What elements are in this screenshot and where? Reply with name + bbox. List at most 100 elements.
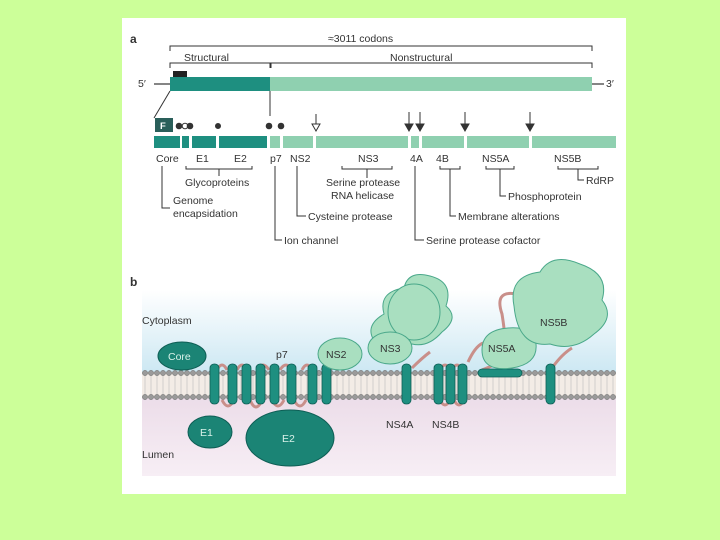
lipid-head	[592, 370, 598, 376]
lipid-head	[508, 394, 514, 400]
annotation-rdrp: RdRP	[586, 175, 614, 187]
lipid-head	[472, 370, 478, 376]
polyprotein-segment-ns3	[316, 136, 408, 148]
lipid-head	[526, 370, 532, 376]
lipid-head	[610, 394, 616, 400]
f-box-label: F	[160, 121, 166, 132]
tm-helix	[241, 363, 252, 405]
genome-nonstructural-region	[270, 77, 592, 91]
lipid-head	[412, 370, 418, 376]
protein-label-4b: 4B	[436, 153, 449, 165]
protein-label-core: Core	[156, 153, 179, 165]
figure-panel: a ≈3011 codons Structural Nonstructural …	[122, 18, 626, 494]
ns3-protease-domain	[367, 331, 413, 365]
lipid-head	[346, 370, 352, 376]
lipid-head	[154, 370, 160, 376]
lipid-head	[346, 394, 352, 400]
f-orf-marker	[173, 71, 187, 77]
tm-helix-ns5b	[545, 363, 556, 405]
e1-label: E1	[200, 427, 213, 439]
lipid-head	[190, 370, 196, 376]
cleavage-markers	[175, 112, 535, 133]
polyprotein-segment-ns5a	[467, 136, 529, 148]
lipid-head	[184, 370, 190, 376]
ns3-cleavage-arrow	[525, 123, 535, 133]
lipid-head	[412, 394, 418, 400]
lipid-head	[604, 370, 610, 376]
lipid-head	[418, 370, 424, 376]
ns5a-anchor	[477, 368, 523, 378]
lipid-head	[166, 394, 172, 400]
lipid-head	[604, 394, 610, 400]
ns4b-label: NS4B	[432, 419, 459, 431]
hcv-genome-figure: a ≈3011 codons Structural Nonstructural …	[130, 32, 616, 476]
lipid-head	[364, 370, 370, 376]
lipid-head	[340, 394, 346, 400]
ns5a-protein	[481, 327, 537, 370]
e2-protein	[245, 409, 335, 467]
lipid-head	[568, 394, 574, 400]
lipid-head	[220, 370, 226, 376]
lipid-head	[562, 394, 568, 400]
annotation-phosphoprotein: Phosphoprotein	[508, 191, 582, 203]
tm-helix	[209, 363, 220, 405]
annotation-cysteine-protease: Cysteine protease	[308, 211, 393, 223]
lipid-head	[514, 394, 520, 400]
lipid-head	[592, 394, 598, 400]
lipid-head	[562, 370, 568, 376]
polyprotein-segment-ns2	[283, 136, 313, 148]
lipid-head	[190, 394, 196, 400]
lipid-head	[298, 394, 304, 400]
e2-label: E2	[282, 433, 295, 445]
lipid-head	[178, 394, 184, 400]
lipid-head	[352, 394, 358, 400]
nonstructural-label: Nonstructural	[390, 52, 452, 64]
lipid-head	[598, 370, 604, 376]
ns2-ns3-cleavage-arrow	[311, 123, 321, 133]
lipid-head	[154, 394, 160, 400]
codons-bracket	[169, 45, 593, 51]
lipid-head	[166, 370, 172, 376]
structural-label: Structural	[184, 52, 229, 64]
lipid-head	[202, 394, 208, 400]
f-box	[155, 118, 173, 132]
protein-label-e2: E2	[234, 153, 247, 165]
lipid-head	[388, 394, 394, 400]
lipid-head	[574, 394, 580, 400]
tm-helix-ns4b	[433, 363, 444, 405]
lipid-head	[358, 394, 364, 400]
tm-helix	[321, 363, 332, 405]
lipid-head	[424, 394, 430, 400]
lipid-head	[340, 370, 346, 376]
lipid-head	[370, 370, 376, 376]
lipid-head	[160, 394, 166, 400]
lipid-head	[382, 370, 388, 376]
protein-label-ns2: NS2	[290, 153, 311, 165]
protein-label-4a: 4A	[410, 153, 423, 165]
signal-peptidase-marker	[175, 122, 183, 130]
polyprotein-segment-4a	[411, 136, 419, 148]
ns5b-protein	[512, 259, 608, 347]
signal-peptidase-marker	[186, 122, 194, 130]
ns5a-label: NS5A	[488, 343, 515, 355]
lipid-head	[280, 370, 286, 376]
polyprotein-segment-p7	[270, 136, 280, 148]
structural-bracket	[169, 62, 271, 68]
lipid-head	[394, 370, 400, 376]
annotation-genome-encapsidation: Genome	[173, 195, 213, 207]
lipid-head	[160, 370, 166, 376]
signal-peptidase-marker	[265, 122, 273, 130]
genome-structural-region	[170, 77, 270, 91]
annotation-ion-channel: Ion channel	[284, 235, 338, 247]
lipid-head	[478, 394, 484, 400]
protein-label-ns3: NS3	[358, 153, 379, 165]
nonstructural-bracket	[270, 62, 593, 68]
ns3-cleavage-arrow	[460, 123, 470, 133]
lipid-head	[580, 370, 586, 376]
lipid-head	[556, 394, 562, 400]
lipid-head	[580, 394, 586, 400]
tm-helix-ns4b	[445, 363, 456, 405]
lipid-head	[586, 394, 592, 400]
lipid-head	[358, 370, 364, 376]
lipid-head	[394, 394, 400, 400]
